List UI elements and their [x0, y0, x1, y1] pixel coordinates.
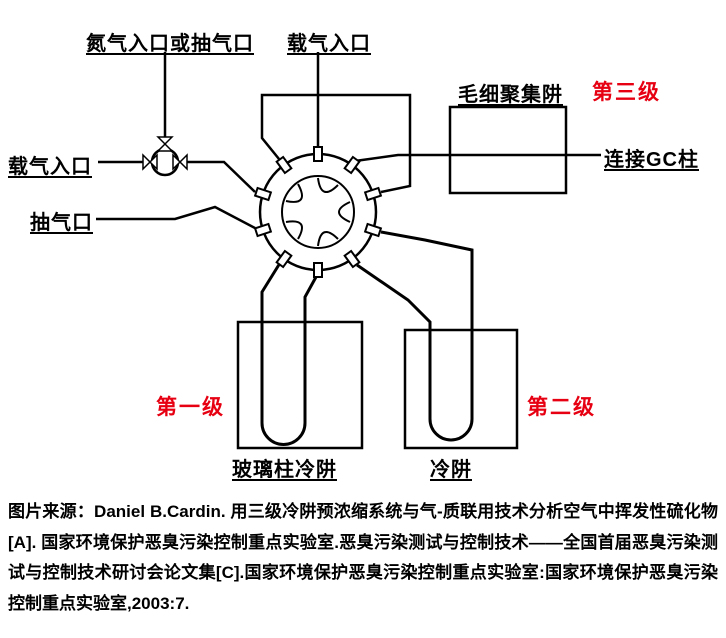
fitting-top-b	[156, 142, 174, 152]
inlet-valve-fittings	[142, 136, 188, 171]
rotor-channels	[285, 177, 351, 247]
rotary-valve-rotor	[281, 175, 355, 249]
fitting-left-b	[148, 153, 158, 171]
label-stage1: 第一级	[156, 396, 225, 419]
rotor-channel	[285, 183, 303, 203]
label-glass-column-trap: 玻璃柱冷阱	[232, 459, 337, 481]
label-stage2: 第二级	[527, 396, 596, 419]
fitting-top-a	[156, 136, 174, 146]
fitting-left-a	[142, 153, 152, 171]
label-cold-trap: 冷阱	[430, 459, 472, 481]
label-nitrogen-inlet: 氮气入口或抽气口	[86, 33, 254, 55]
label-carrier-inlet-left: 载气入口	[8, 156, 92, 178]
valve-port	[363, 186, 383, 202]
rotor-channel	[285, 220, 303, 240]
preconcentrator-diagram	[96, 52, 601, 450]
rotor-channel	[317, 177, 339, 193]
rotary-valve-stator	[258, 152, 378, 272]
capillary-trap-box	[448, 105, 568, 195]
fitting-right-a	[172, 153, 182, 171]
rotor-channel	[317, 231, 339, 247]
label-capillary-trap: 毛细聚集阱	[458, 84, 563, 106]
valve-port	[343, 155, 361, 175]
valve-port	[253, 222, 273, 238]
rotary-valve	[253, 146, 383, 278]
valve-port	[275, 155, 293, 175]
label-gc-column: 连接GC柱	[604, 149, 699, 171]
trap1-u-tube	[260, 262, 318, 446]
valve-port	[363, 222, 383, 238]
label-pump-port: 抽气口	[30, 212, 93, 234]
external-jumper-line	[260, 93, 412, 194]
valve-ports	[253, 146, 383, 278]
trap2-u-tube	[356, 230, 474, 442]
rotor-channel	[338, 201, 351, 223]
valve-port	[313, 146, 323, 162]
label-carrier-inlet-top: 载气入口	[287, 33, 371, 55]
trap-boxes	[236, 105, 568, 450]
inlet-valve	[142, 136, 188, 177]
fitting-right-b	[178, 153, 188, 171]
tubing-lines	[96, 52, 601, 446]
image-source-caption: 图片来源：Daniel B.Cardin. 用三级冷阱预浓缩系统与气-质联用技术…	[8, 502, 718, 613]
valve-to-rotor-line	[187, 160, 256, 193]
valve-port	[313, 262, 323, 278]
label-stage3: 第三级	[592, 81, 661, 104]
glass-trap-box	[236, 320, 364, 450]
gc-column-line	[354, 153, 601, 163]
valve-port	[343, 249, 361, 269]
cold-trap-box	[403, 328, 519, 450]
pump-port-line	[96, 205, 256, 230]
valve-port	[275, 249, 293, 269]
valve-port	[253, 186, 273, 202]
